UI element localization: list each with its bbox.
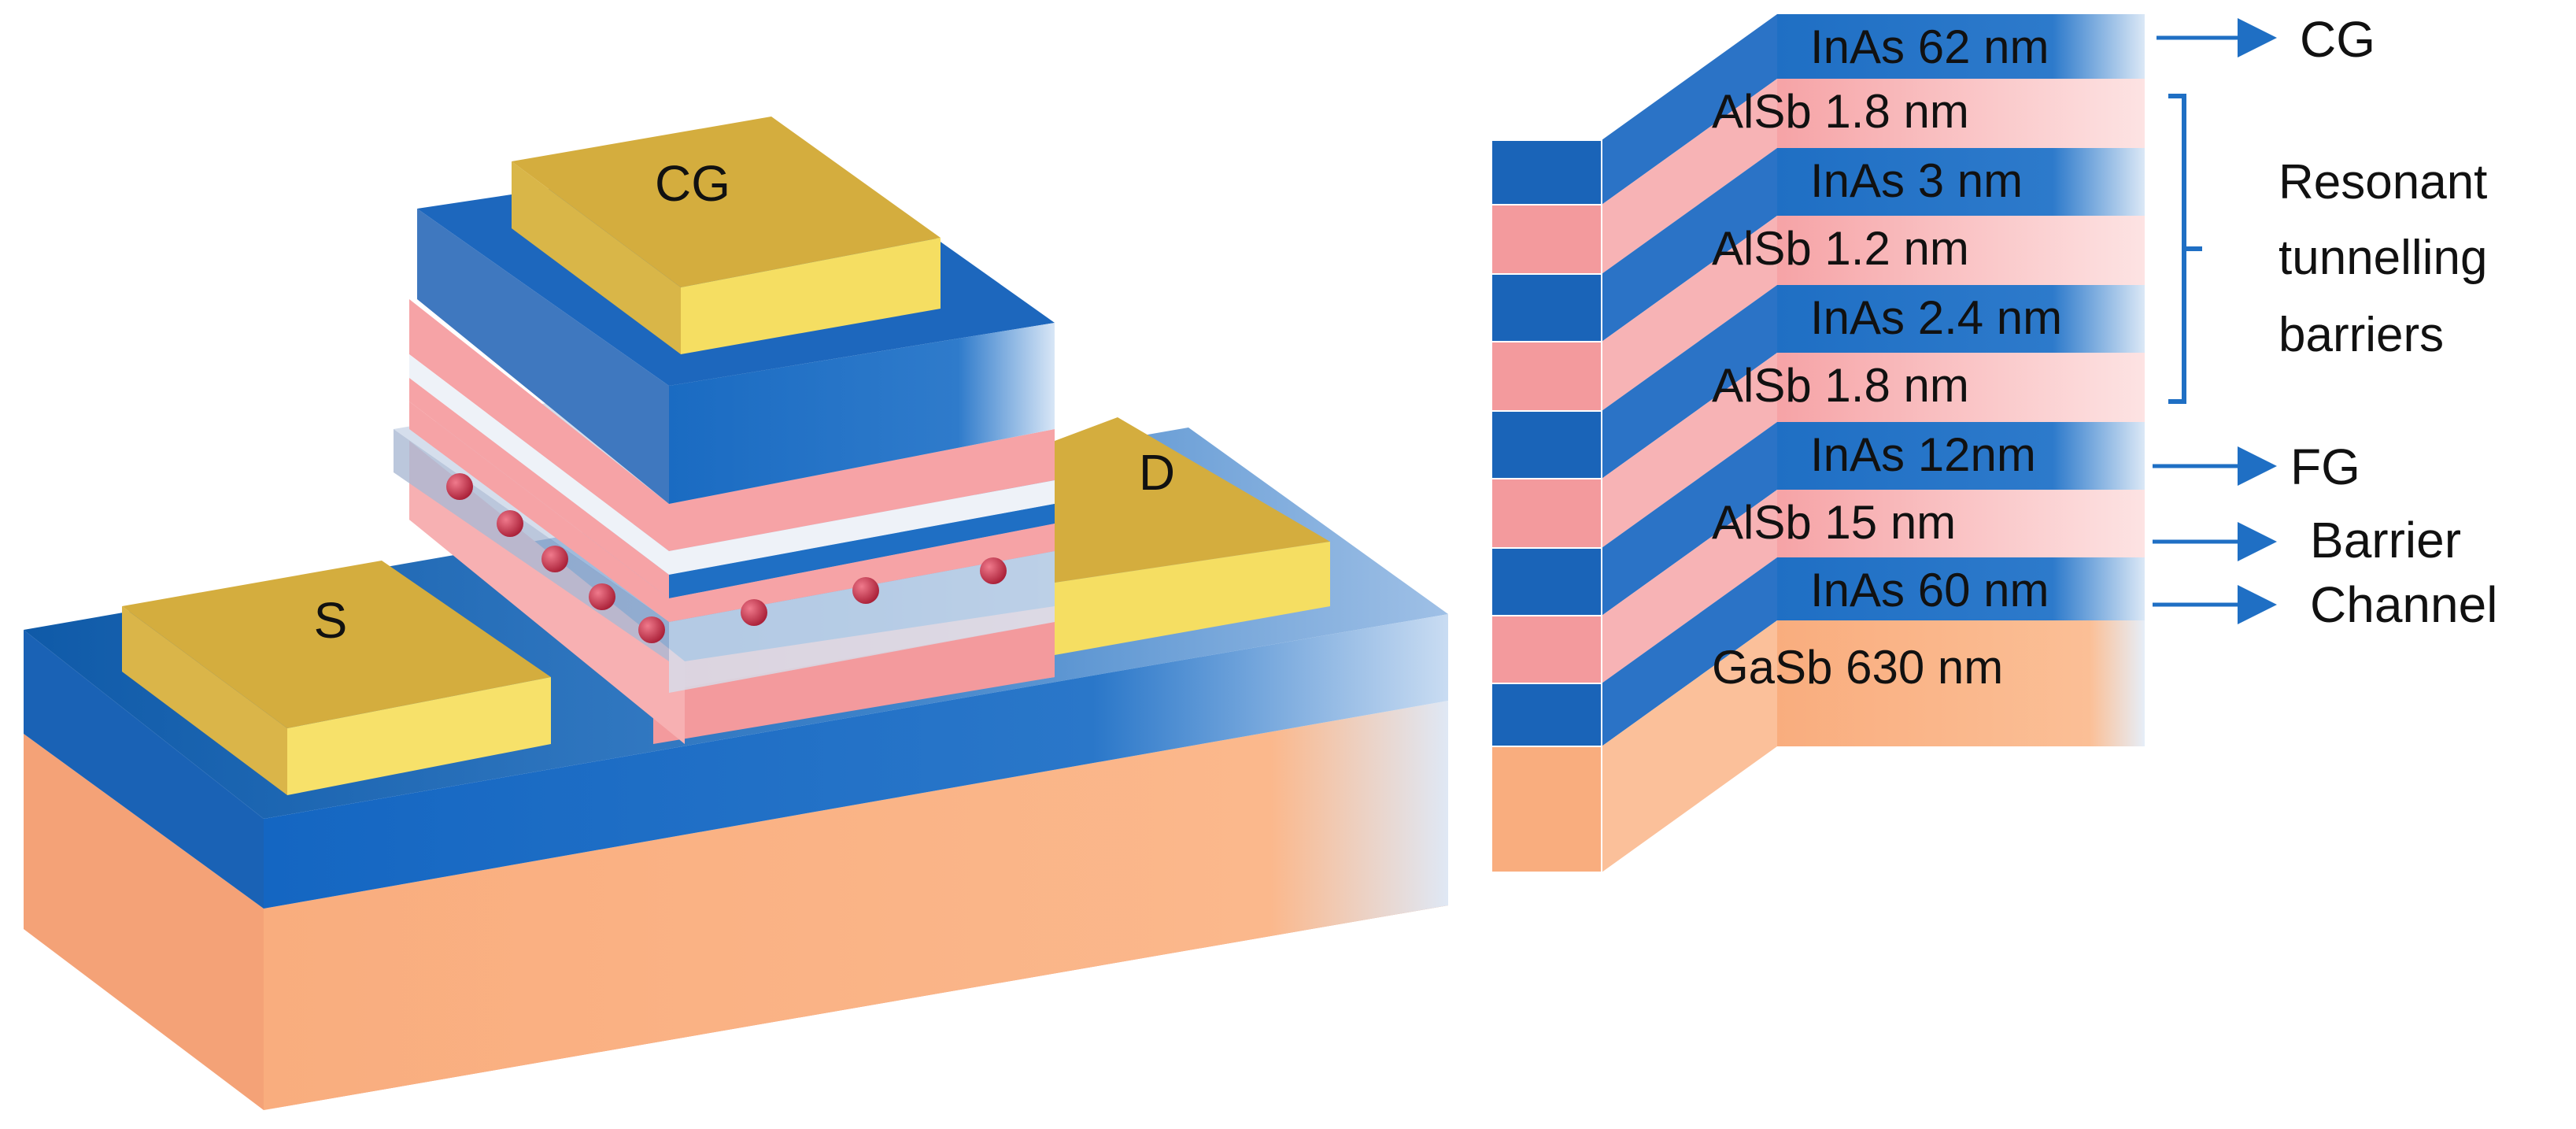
annotation-resonant-3: barriers bbox=[2278, 308, 2444, 362]
charge-dot bbox=[852, 577, 879, 604]
charge-dot bbox=[638, 616, 665, 643]
charge-dot bbox=[497, 510, 523, 537]
layer-inas bbox=[1777, 14, 2145, 79]
layer-slant-face bbox=[1602, 79, 1777, 274]
layer-label: GaSb 630 nm bbox=[1712, 641, 2003, 694]
charge-dot bbox=[741, 599, 767, 626]
layer-label: InAs 60 nm bbox=[1810, 564, 2049, 616]
layer-end-cap bbox=[1491, 683, 1602, 747]
annotation-channel: Channel bbox=[2310, 576, 2497, 633]
charge-dot bbox=[589, 583, 615, 610]
layer-inas bbox=[1777, 148, 2145, 216]
layer-end-cap bbox=[1491, 478, 1602, 549]
layer-label: AlSb 1.8 nm bbox=[1712, 85, 1969, 138]
resonant-bracket bbox=[2168, 94, 2202, 404]
annotation-barrier: Barrier bbox=[2310, 512, 2461, 568]
layer-end-cap bbox=[1491, 341, 1602, 412]
layer-inas bbox=[1777, 422, 2145, 490]
layer-slant-face bbox=[1602, 216, 1777, 411]
charge-dot bbox=[446, 473, 473, 500]
layer-end-cap bbox=[1491, 273, 1602, 342]
contact-cg: CG bbox=[512, 117, 941, 354]
layer-slant-face bbox=[1602, 353, 1777, 548]
layer-label: InAs 12nm bbox=[1810, 428, 2036, 481]
stored-charges bbox=[446, 473, 1007, 643]
layer-label: AlSb 15 nm bbox=[1712, 496, 1956, 549]
annotation-fg: FG bbox=[2290, 439, 2360, 495]
annotation-resonant-1: Resonant bbox=[2278, 155, 2487, 209]
layer-end-cap bbox=[1491, 410, 1602, 479]
layer-label: InAs 3 nm bbox=[1810, 154, 2023, 207]
layer-gasb bbox=[1777, 620, 2145, 746]
layer-alsb bbox=[1777, 490, 2145, 557]
charge-dot bbox=[980, 557, 1007, 584]
layer-label: AlSb 1.8 nm bbox=[1712, 359, 1969, 412]
charge-dot bbox=[541, 546, 568, 572]
layer-slant-face bbox=[1602, 490, 1777, 683]
layer-slant-face bbox=[1602, 557, 1777, 746]
layer-end-cap bbox=[1491, 204, 1602, 275]
contact-s-label: S bbox=[314, 592, 348, 649]
layer-end-cap bbox=[1491, 139, 1602, 205]
layer-slant-face bbox=[1602, 422, 1777, 616]
layer-alsb bbox=[1777, 216, 2145, 285]
layer-alsb bbox=[1777, 79, 2145, 148]
layer-inas bbox=[1777, 285, 2145, 353]
device-3d: CG S D bbox=[24, 117, 1448, 1110]
annotation-cg: CG bbox=[2300, 11, 2375, 68]
layer-slant-face bbox=[1602, 285, 1777, 479]
layer-inas bbox=[1777, 557, 2145, 620]
layer-label: InAs 2.4 nm bbox=[1810, 291, 2062, 344]
mesa-stack bbox=[394, 150, 1055, 744]
layer-end-cap bbox=[1491, 547, 1602, 616]
annotation-resonant-2: tunnelling bbox=[2278, 231, 2487, 285]
layer-label: InAs 62 nm bbox=[1810, 20, 2049, 73]
contact-cg-label: CG bbox=[655, 155, 730, 212]
contact-source: S bbox=[122, 561, 551, 795]
contact-drain: D bbox=[1055, 417, 1330, 655]
substrate-gasb bbox=[24, 701, 1448, 1110]
layer-slant-face bbox=[1602, 620, 1777, 872]
layer-stack: InAs 62 nm AlSb 1.8 nm InAs 3 nm AlSb 1.2 n… bbox=[1491, 14, 2145, 873]
layer-alsb bbox=[1777, 353, 2145, 422]
layer-slant-face bbox=[1602, 148, 1777, 342]
layer-end-cap bbox=[1491, 615, 1602, 684]
layer-label: AlSb 1.2 nm bbox=[1712, 222, 1969, 275]
stack-annotations: CG Resonant tunnelling barriers FG Barri… bbox=[2153, 11, 2497, 633]
contact-d-label: D bbox=[1139, 444, 1175, 501]
layer-slant-face bbox=[1602, 14, 1777, 205]
layer-end-cap bbox=[1491, 746, 1602, 873]
